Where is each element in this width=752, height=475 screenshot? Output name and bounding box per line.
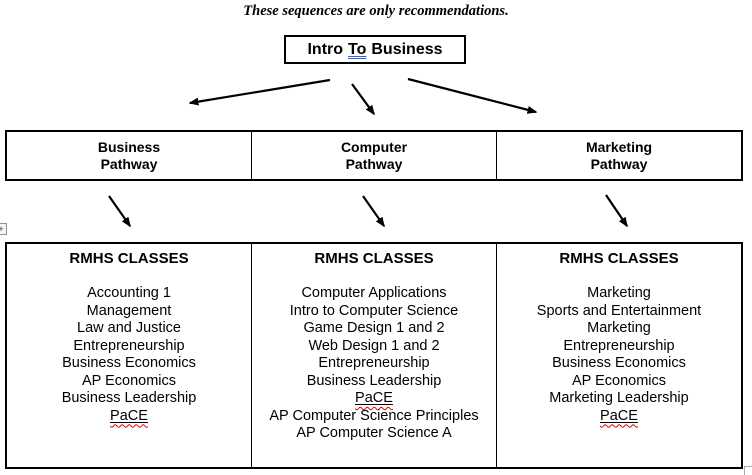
class-item: Intro to Computer Science bbox=[289, 302, 459, 319]
business-classes-cell: RMHS CLASSES Accounting 1 Management Law… bbox=[7, 244, 251, 467]
class-item: Business Economics bbox=[552, 355, 686, 371]
arrow-marketing-to-classes bbox=[605, 194, 628, 228]
pathway-header-row: Business Pathway Computer Pathway Market… bbox=[5, 130, 743, 181]
class-item: Marketing Leadership bbox=[549, 390, 689, 406]
class-item: Accounting 1 bbox=[87, 285, 171, 301]
class-item: Web Design 1 and 2 bbox=[308, 337, 440, 354]
class-item: Business Leadership bbox=[306, 372, 442, 389]
computer-pathway-cell: Computer Pathway bbox=[251, 132, 496, 179]
intro-to-business-box: Intro To Business bbox=[284, 35, 466, 64]
class-item: Computer Applications bbox=[301, 285, 447, 301]
class-item: Business Economics bbox=[62, 355, 196, 371]
class-item: Marketing bbox=[587, 320, 651, 336]
arrow-intro-to-business-pathway bbox=[188, 78, 331, 106]
arrow-intro-to-marketing-pathway bbox=[407, 77, 538, 114]
class-item: Game Design 1 and 2 bbox=[303, 320, 445, 336]
class-item: Business Leadership bbox=[61, 390, 197, 406]
classes-header: RMHS CLASSES bbox=[69, 250, 189, 267]
class-item: Entrepreneurship bbox=[73, 337, 185, 354]
class-item: Entrepreneurship bbox=[318, 355, 430, 371]
class-item: Sports and Entertainment bbox=[536, 302, 702, 319]
arrow-business-to-classes bbox=[108, 195, 131, 228]
classes-header: RMHS CLASSES bbox=[314, 250, 434, 267]
class-item: AP Economics bbox=[571, 372, 667, 389]
class-item: Law and Justice bbox=[77, 320, 181, 336]
class-item: PaCE bbox=[600, 407, 638, 424]
marketing-classes-cell: RMHS CLASSES Marketing Sports and Entert… bbox=[496, 244, 741, 467]
table-select-handle-icon[interactable]: + bbox=[0, 223, 7, 235]
computer-classes-cell: RMHS CLASSES Computer Applications Intro… bbox=[251, 244, 496, 467]
class-item: PaCE bbox=[355, 390, 393, 406]
business-pathway-cell: Business Pathway bbox=[97, 138, 161, 172]
class-item: PaCE bbox=[110, 407, 148, 424]
classes-table: RMHS CLASSES Accounting 1 Management Law… bbox=[5, 242, 743, 469]
intro-word: Intro bbox=[307, 40, 344, 58]
class-item: Marketing bbox=[587, 285, 651, 301]
arrow-intro-to-computer-pathway bbox=[351, 83, 375, 116]
grammar-flagged-word: To bbox=[348, 40, 367, 58]
caption-text: These sequences are only recommendations… bbox=[243, 3, 509, 19]
class-item: AP Computer Science A bbox=[296, 425, 452, 441]
class-item: Management bbox=[86, 302, 172, 319]
class-item: AP Computer Science Principles bbox=[269, 407, 479, 424]
arrow-computer-to-classes bbox=[362, 195, 385, 228]
table-resize-corner-icon[interactable] bbox=[744, 466, 752, 475]
marketing-pathway-cell: Marketing Pathway bbox=[496, 132, 741, 179]
class-item: Entrepreneurship bbox=[563, 337, 675, 354]
intro-word: Business bbox=[371, 40, 443, 58]
classes-header: RMHS CLASSES bbox=[559, 250, 679, 267]
class-item: AP Economics bbox=[81, 372, 177, 389]
